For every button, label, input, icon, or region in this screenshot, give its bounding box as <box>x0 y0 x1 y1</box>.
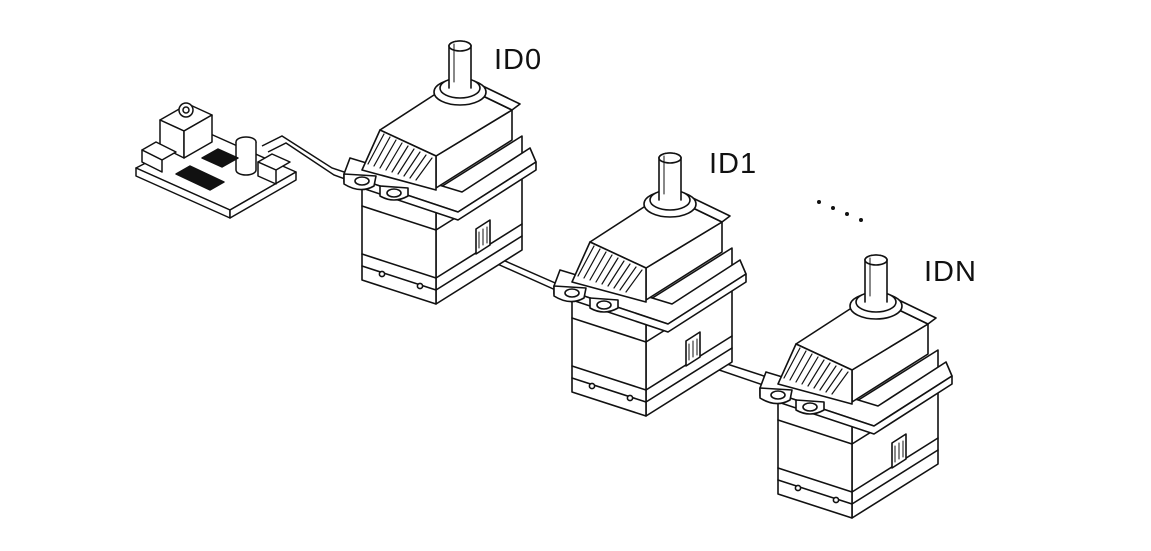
ellipsis-dots <box>817 200 863 222</box>
servo-id1-label: ID1 <box>709 148 758 180</box>
servo-idn-label: IDN <box>924 256 977 288</box>
controller-board <box>135 102 297 219</box>
servo-id1 <box>553 152 747 417</box>
servo-idn <box>759 254 953 519</box>
servo-id0 <box>343 40 537 305</box>
servo-id0-label: ID0 <box>494 44 543 76</box>
